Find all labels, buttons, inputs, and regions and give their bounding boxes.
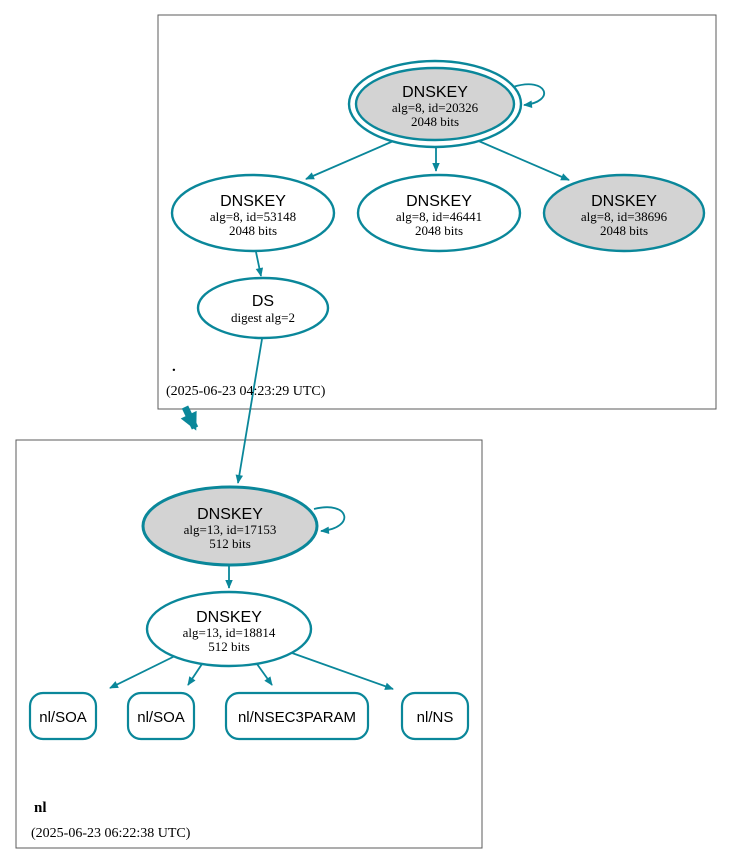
dnskey-46441-ellipse[interactable] bbox=[356, 173, 522, 253]
edge-nl-ksk-selfsign-loop-arrow bbox=[313, 506, 346, 535]
rrset-nl-ns[interactable]: nl/NS bbox=[400, 691, 470, 741]
rrset-nl-ns-label: nl/NS bbox=[417, 709, 454, 726]
dnskey-20326-title: DNSKEY bbox=[402, 84, 468, 101]
rrset-nl-soa-2-label: nl/SOA bbox=[137, 709, 185, 726]
nl-dnskey-17153-ellipse[interactable] bbox=[141, 485, 319, 567]
dnskey-38696-ellipse[interactable] bbox=[542, 173, 706, 253]
rrset-nl-nsec3param-label: nl/NSEC3PARAM bbox=[238, 709, 356, 726]
nl-dnskey-17153-node[interactable]: DNSKEY alg=13, id=17153 512 bits bbox=[141, 485, 319, 567]
edge-nl-zsk-to-soa1-arrow bbox=[109, 654, 178, 689]
ds-digest: digest alg=2 bbox=[231, 310, 295, 325]
zone-root-border bbox=[157, 14, 717, 410]
nl-dnskey-17153-bits: 512 bits bbox=[209, 536, 251, 551]
edge-nl-zsk-to-ns-arrow bbox=[291, 652, 394, 690]
dnskey-38696-title: DNSKEY bbox=[591, 193, 657, 210]
rrset-nl-soa-2[interactable]: nl/SOA bbox=[126, 691, 196, 741]
nl-dnskey-18814-alg-id: alg=13, id=18814 bbox=[183, 625, 276, 640]
edge-ds-to-nl-ksk-arrow bbox=[235, 338, 263, 484]
dnskey-53148-node[interactable]: DNSKEY alg=8, id=53148 2048 bits bbox=[170, 173, 336, 253]
dnskey-53148-title: DNSKEY bbox=[220, 193, 286, 210]
zone-nl-name: nl bbox=[34, 800, 47, 816]
dnskey-53148-ellipse[interactable] bbox=[170, 173, 336, 253]
rrset-nl-nsec3param[interactable]: nl/NSEC3PARAM bbox=[224, 691, 370, 741]
edge-nl-zsk-to-nsec3param-arrow bbox=[256, 663, 273, 686]
rrset-nl-soa-1-label: nl/SOA bbox=[39, 709, 87, 726]
dnskey-38696-alg-id: alg=8, id=38696 bbox=[581, 209, 668, 224]
nl-dnskey-17153-title: DNSKEY bbox=[197, 506, 263, 523]
edge-zsk53148-to-ds-arrow bbox=[255, 251, 264, 277]
rrset-nl-soa-1-rect[interactable] bbox=[28, 691, 98, 741]
edge-ksk20326-selfsign-loop-arrow bbox=[512, 83, 545, 108]
edge-nl-zsk-to-soa2-arrow bbox=[187, 663, 203, 686]
zone-root-timestamp: (2025-06-23 04:23:29 UTC) bbox=[166, 384, 326, 399]
dnskey-46441-bits: 2048 bits bbox=[415, 223, 463, 238]
ds-node[interactable]: DS digest alg=2 bbox=[196, 276, 330, 340]
dnskey-46441-node[interactable]: DNSKEY alg=8, id=46441 2048 bits bbox=[356, 173, 522, 253]
rrset-nl-soa-1[interactable]: nl/SOA bbox=[28, 691, 98, 741]
nl-dnskey-18814-node[interactable]: DNSKEY alg=13, id=18814 512 bits bbox=[145, 590, 313, 668]
dnskey-20326-node[interactable]: DNSKEY alg=8, id=20326 2048 bits bbox=[347, 59, 523, 149]
ds-title: DS bbox=[252, 293, 274, 310]
edge-ksk20326-to-key38696-arrow bbox=[473, 138, 570, 181]
zone-root-name: . bbox=[172, 359, 176, 375]
rrset-nl-nsec3param-rect[interactable] bbox=[224, 691, 370, 741]
edge-ksk20326-to-zsk53148-arrow bbox=[305, 138, 399, 180]
dnskey-53148-bits: 2048 bits bbox=[229, 223, 277, 238]
dnskey-46441-title: DNSKEY bbox=[406, 193, 472, 210]
nl-dnskey-18814-ellipse[interactable] bbox=[145, 590, 313, 668]
zone-nl-timestamp: (2025-06-23 06:22:38 UTC) bbox=[31, 826, 191, 841]
rrset-nl-soa-2-rect[interactable] bbox=[126, 691, 196, 741]
dnskey-38696-bits: 2048 bits bbox=[600, 223, 648, 238]
ds-ellipse[interactable] bbox=[196, 276, 330, 340]
dnskey-20326-bits: 2048 bits bbox=[411, 114, 459, 129]
dnskey-46441-alg-id: alg=8, id=46441 bbox=[396, 209, 482, 224]
dnskey-20326-inner-ring[interactable] bbox=[354, 66, 516, 142]
nl-dnskey-18814-bits: 512 bits bbox=[208, 639, 250, 654]
delegation-root-to-nl-arrow bbox=[180, 405, 199, 431]
dnskey-53148-alg-id: alg=8, id=53148 bbox=[210, 209, 296, 224]
nl-dnskey-18814-title: DNSKEY bbox=[196, 609, 262, 626]
dnskey-38696-node[interactable]: DNSKEY alg=8, id=38696 2048 bits bbox=[542, 173, 706, 253]
nl-dnskey-17153-alg-id: alg=13, id=17153 bbox=[184, 522, 277, 537]
rrset-nl-ns-rect[interactable] bbox=[400, 691, 470, 741]
dnskey-20326-alg-id: alg=8, id=20326 bbox=[392, 100, 479, 115]
zone-nl-border bbox=[15, 439, 483, 849]
